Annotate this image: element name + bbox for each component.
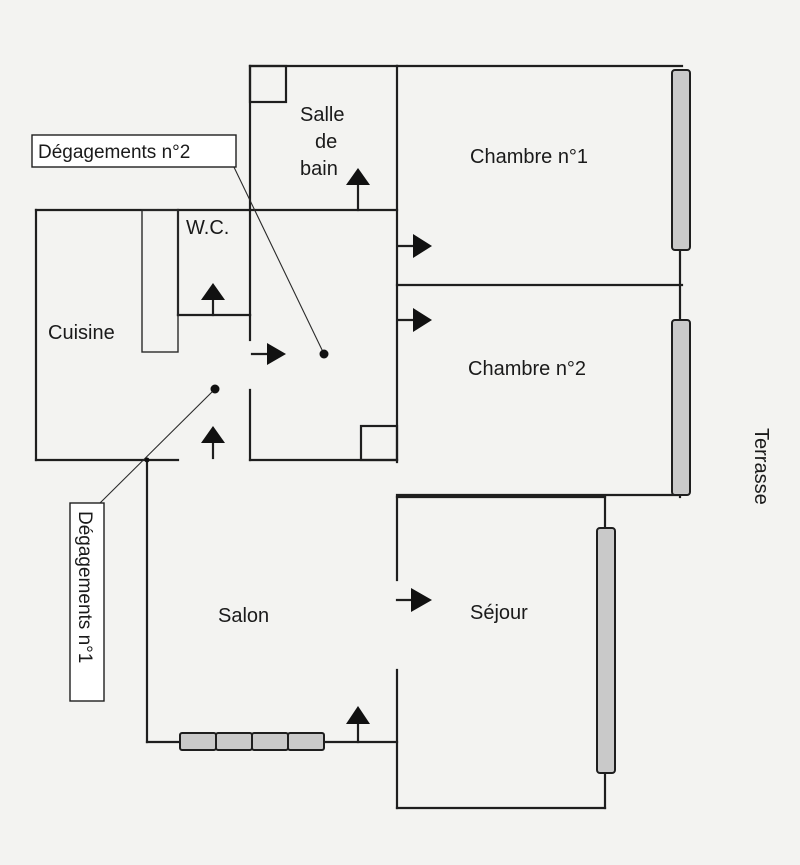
dot-degagements-2 — [319, 349, 329, 359]
window-bedroom-2 — [671, 319, 691, 496]
arrow-right-bedroom-2 — [397, 308, 432, 332]
dot-degagements-1 — [210, 384, 220, 394]
room-label-terrasse: Terrasse — [750, 428, 772, 505]
callout-degagements-1: Dégagements n°1 — [69, 502, 105, 702]
arrow-up-bathroom — [346, 168, 370, 212]
callout-box-degagements-2 — [31, 134, 237, 168]
room-label-salle-de-bain-3: bain — [300, 158, 338, 180]
room-label-salle-de-bain-1: Salle — [300, 104, 344, 126]
room-labels: Salle de bain Chambre n°1 Chambre n°2 W.… — [48, 104, 772, 627]
dot-salon-corner — [144, 457, 150, 463]
fixtures — [141, 64, 399, 462]
arrow-right-corridor — [250, 343, 286, 365]
kitchen-counter — [141, 209, 179, 353]
callout-text-degagements-2: Dégagements n°2 — [38, 142, 190, 163]
leader-degagements-2 — [231, 162, 325, 355]
arrow-up-corridor — [201, 426, 225, 460]
callout-leaders — [99, 162, 329, 504]
room-label-cuisine: Cuisine — [48, 322, 115, 344]
arrow-right-bedroom-1 — [397, 234, 432, 258]
room-label-chambre-1: Chambre n°1 — [470, 146, 588, 168]
room-label-wc: W.C. — [186, 217, 229, 239]
window-salon-3 — [251, 732, 289, 751]
door-arrows — [201, 168, 432, 744]
windows — [179, 69, 691, 774]
walls — [34, 64, 684, 810]
leader-degagements-1 — [99, 388, 216, 504]
window-salon-2 — [215, 732, 253, 751]
closet-square — [359, 424, 399, 462]
room-label-salle-de-bain-2: de — [315, 131, 337, 153]
window-bedroom-1 — [671, 69, 691, 251]
arrow-up-salon — [346, 706, 370, 744]
callout-text-degagements-1: Dégagements n°1 — [74, 511, 95, 663]
callout-box-degagements-1 — [69, 502, 105, 702]
room-label-chambre-2: Chambre n°2 — [468, 358, 586, 380]
room-label-sejour: Séjour — [470, 602, 528, 624]
room-label-salon: Salon — [218, 605, 269, 627]
window-salon-1 — [179, 732, 217, 751]
arrow-right-sejour — [395, 588, 432, 612]
window-salon-4 — [287, 732, 325, 751]
arrow-up-wc — [201, 283, 225, 317]
window-sejour — [596, 527, 616, 774]
callout-degagements-2: Dégagements n°2 — [31, 134, 237, 168]
bath-shower-square — [248, 64, 288, 104]
